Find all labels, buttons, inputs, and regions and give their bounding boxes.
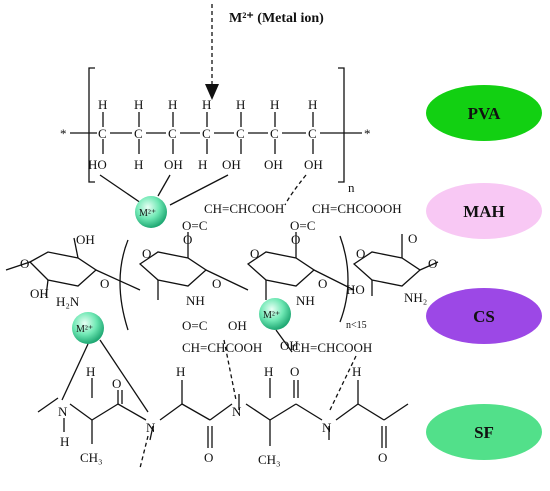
pva-left-bracket	[88, 67, 95, 183]
svg-text:OH: OH	[264, 157, 283, 172]
svg-text:N: N	[58, 404, 68, 419]
svg-text:O: O	[356, 246, 365, 261]
svg-text:O=C: O=C	[182, 318, 207, 333]
svg-text:H: H	[352, 364, 361, 379]
svg-text:H: H	[236, 97, 245, 112]
pva-right-bracket	[338, 67, 345, 183]
metal-ion-label: M²⁺ (Metal ion)	[229, 11, 324, 26]
legend-sf: SF	[426, 404, 542, 460]
svg-text:H: H	[86, 364, 95, 379]
cs-left-paren	[119, 239, 129, 331]
chitosan-labels: OH O OH H₂N O O O O O NH O HO O NH O O N…	[20, 218, 437, 353]
silk-fibroin-labels: N H H O N H O N H O N H O CH₃ CH₃	[58, 364, 387, 467]
metal-ion-2: M²⁺	[72, 312, 104, 344]
svg-text:H₂N: H₂N	[56, 294, 80, 309]
svg-text:NH: NH	[296, 293, 315, 308]
svg-text:O: O	[250, 246, 259, 261]
svg-text:HO: HO	[346, 282, 365, 297]
svg-text:OH: OH	[228, 318, 247, 333]
svg-text:H: H	[168, 97, 177, 112]
svg-text:OH: OH	[30, 286, 49, 301]
svg-text:H: H	[60, 434, 69, 449]
svg-text:O: O	[142, 246, 151, 261]
cs-right-paren	[339, 235, 349, 323]
svg-text:O: O	[408, 231, 417, 246]
svg-text:H: H	[202, 97, 211, 112]
legend: PVA MAH CS SF	[426, 85, 542, 460]
svg-text:C: C	[98, 126, 107, 141]
svg-text:N: N	[146, 420, 156, 435]
pva-carbons: C C C C C C C	[98, 126, 317, 141]
svg-text:O: O	[20, 256, 29, 271]
svg-text:H: H	[270, 97, 279, 112]
svg-text:O: O	[290, 364, 299, 379]
svg-text:n<15: n<15	[346, 320, 367, 331]
svg-text:M²⁺: M²⁺	[139, 208, 156, 219]
svg-text:C: C	[308, 126, 317, 141]
maleic-group-2: CH=CHCOOOH	[312, 201, 402, 216]
svg-text:MAH: MAH	[463, 202, 505, 221]
svg-text:H: H	[264, 364, 273, 379]
svg-text:CS: CS	[473, 307, 495, 326]
svg-text:H: H	[308, 97, 317, 112]
svg-text:O: O	[378, 450, 387, 465]
sf-interactions	[61, 329, 357, 469]
pva-backbone	[70, 112, 362, 154]
chitosan-rings	[5, 232, 439, 300]
svg-text:O=C: O=C	[290, 218, 315, 233]
maleic-group-4: CH=CHCOOH	[292, 340, 372, 355]
maleic-group-3: CH=CHCOOH	[182, 340, 262, 355]
svg-text:H: H	[134, 97, 143, 112]
metal-ion-3: M²⁺	[259, 298, 291, 330]
svg-text:C: C	[202, 126, 211, 141]
legend-mah: MAH	[426, 183, 542, 239]
svg-text:OH: OH	[222, 157, 241, 172]
svg-text:O: O	[112, 376, 121, 391]
svg-text:N: N	[232, 404, 242, 419]
svg-text:OH: OH	[164, 157, 183, 172]
metal-ion-1: M²⁺	[135, 196, 167, 228]
svg-text:H: H	[176, 364, 185, 379]
arrow-head	[205, 84, 219, 100]
svg-text:O: O	[212, 276, 221, 291]
svg-text:O: O	[428, 256, 437, 271]
svg-text:NH: NH	[186, 293, 205, 308]
silk-fibroin-backbone	[37, 378, 409, 448]
svg-text:M²⁺: M²⁺	[76, 324, 93, 335]
pva-metal-bonds	[99, 174, 307, 206]
svg-text:O: O	[204, 450, 213, 465]
svg-text:CH₃: CH₃	[258, 452, 281, 467]
svg-text:C: C	[270, 126, 279, 141]
svg-text:O: O	[318, 276, 327, 291]
svg-text:C: C	[134, 126, 143, 141]
svg-text:C: C	[168, 126, 177, 141]
svg-text:O: O	[183, 232, 192, 247]
svg-text:HO: HO	[88, 157, 107, 172]
svg-text:OH: OH	[304, 157, 323, 172]
svg-text:N: N	[322, 420, 332, 435]
svg-text:H: H	[98, 97, 107, 112]
svg-text:SF: SF	[474, 423, 494, 442]
svg-text:H: H	[198, 157, 207, 172]
maleic-group-1: CH=CHCOOH	[204, 201, 284, 216]
svg-text:M²⁺: M²⁺	[263, 310, 280, 321]
svg-text:OH: OH	[76, 232, 95, 247]
svg-text:O: O	[291, 232, 300, 247]
pva-repeat-n: n	[348, 180, 355, 195]
pva-end-left: *	[60, 126, 67, 141]
pva-end-right: *	[364, 126, 371, 141]
svg-text:NH₂: NH₂	[404, 290, 427, 305]
legend-pva: PVA	[426, 85, 542, 141]
svg-text:O=C: O=C	[182, 218, 207, 233]
svg-text:O: O	[100, 276, 109, 291]
pva-h-top: H H H H H H H	[98, 97, 317, 112]
svg-text:CH₃: CH₃	[80, 450, 103, 465]
svg-text:PVA: PVA	[468, 104, 501, 123]
legend-cs: CS	[426, 288, 542, 344]
svg-text:C: C	[236, 126, 245, 141]
svg-text:H: H	[134, 157, 143, 172]
pva-substituents: HO OH OH OH H H OH	[88, 157, 323, 172]
